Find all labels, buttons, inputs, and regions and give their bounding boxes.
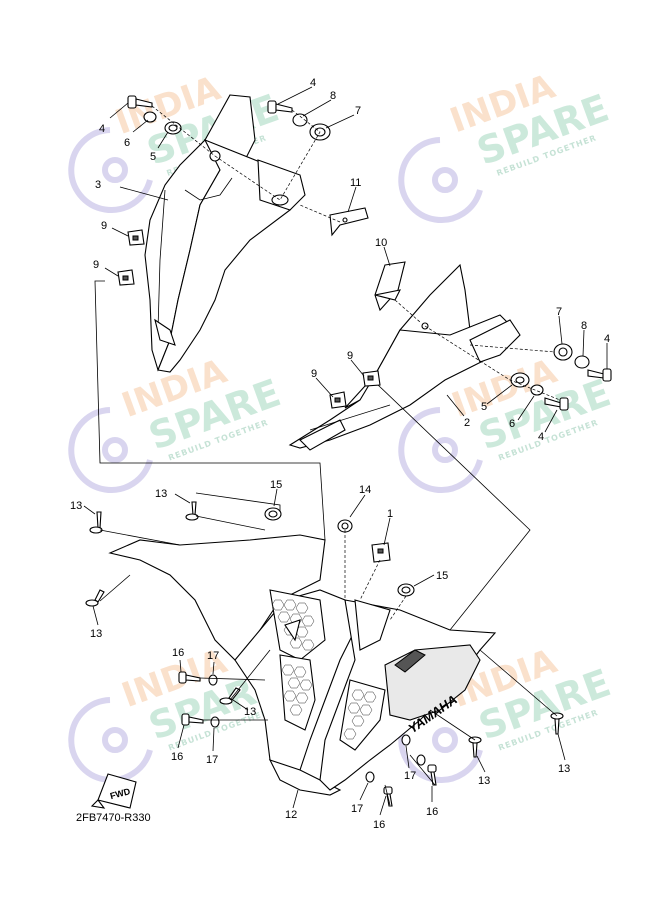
bolt-16-a <box>178 671 201 684</box>
callout-13: 13 <box>155 488 167 500</box>
grommet-15-b <box>397 583 415 597</box>
watermark-logo <box>68 697 153 783</box>
callout-3: 3 <box>95 179 101 191</box>
callout-5: 5 <box>150 151 156 163</box>
vent-mesh-lower-left <box>279 654 316 731</box>
collar-6-right <box>530 384 544 396</box>
collar-6-top-left <box>143 111 157 123</box>
bolt-4-right <box>587 368 612 382</box>
watermark-logo <box>398 137 483 223</box>
lower-cowl: YAMAHA <box>108 534 497 796</box>
bolt-16-c <box>427 764 437 786</box>
clip-9-right-a <box>362 370 381 387</box>
side-cover-right <box>288 263 521 451</box>
callout-16: 16 <box>373 819 385 831</box>
callout-13: 13 <box>558 763 570 775</box>
callout-13: 13 <box>244 706 256 718</box>
bolt-4-top-mid <box>267 100 293 114</box>
fwd-arrow: FWD <box>90 773 137 809</box>
watermark-logo <box>398 407 483 493</box>
callout-10: 10 <box>375 237 387 249</box>
washer-17-d <box>416 754 426 766</box>
collar-8-top-mid <box>292 113 308 127</box>
callout-15: 15 <box>436 570 448 582</box>
washer-17-c <box>401 734 411 746</box>
callout-15: 15 <box>270 479 282 491</box>
screw-13-c <box>85 589 105 607</box>
screw-13-b <box>185 501 199 521</box>
callout-13: 13 <box>478 775 490 787</box>
callout-7: 7 <box>556 306 562 318</box>
callout-17: 17 <box>206 754 218 766</box>
bracket-10 <box>374 261 406 312</box>
callout-2: 2 <box>464 417 470 429</box>
callout-7: 7 <box>355 105 361 117</box>
callout-labels: 4 6 5 3 9 9 4 8 7 11 10 7 8 4 9 9 5 6 4 … <box>70 77 610 831</box>
bracket-11 <box>329 207 369 237</box>
bolt-4-right-lower <box>544 397 569 411</box>
bolt-4-top-left <box>127 95 153 109</box>
callout-6: 6 <box>124 137 130 149</box>
callout-12: 12 <box>285 809 297 821</box>
callout-9: 9 <box>311 368 317 380</box>
clip-9-right-b <box>329 391 347 409</box>
callout-8: 8 <box>581 320 587 332</box>
callout-14: 14 <box>359 484 371 496</box>
clip-1 <box>371 542 391 563</box>
callout-4: 4 <box>99 123 105 135</box>
watermark-logo <box>68 407 153 493</box>
leader-lines <box>83 86 608 816</box>
callout-1: 1 <box>387 508 393 520</box>
grommet-15-a <box>264 507 282 521</box>
callout-17: 17 <box>404 770 416 782</box>
callout-4: 4 <box>604 333 610 345</box>
callout-9: 9 <box>93 259 99 271</box>
diagram-code: 2FB7470-R330 <box>76 812 151 824</box>
grommet-5-top-left <box>164 121 182 135</box>
clip-9-left-a <box>127 229 145 246</box>
grommet-5-right <box>510 372 530 388</box>
callout-17: 17 <box>207 650 219 662</box>
callout-13: 13 <box>90 628 102 640</box>
washer-17-b <box>210 716 220 728</box>
callout-16: 16 <box>171 751 183 763</box>
watermark-logo <box>68 127 153 213</box>
vent-mesh-lower-right <box>339 679 386 751</box>
clip-9-left-b <box>117 269 135 286</box>
washer-17-e <box>365 771 375 783</box>
callout-4: 4 <box>538 431 544 443</box>
collar-8-right <box>574 355 590 369</box>
callout-9: 9 <box>101 220 107 232</box>
callout-13: 13 <box>70 500 82 512</box>
callout-8: 8 <box>330 90 336 102</box>
callout-6: 6 <box>509 418 515 430</box>
callout-5: 5 <box>481 401 487 413</box>
callout-17: 17 <box>351 803 363 815</box>
bolt-16-b <box>181 713 204 726</box>
callout-16: 16 <box>172 647 184 659</box>
callout-4: 4 <box>310 77 316 89</box>
callout-9: 9 <box>347 350 353 362</box>
callout-11: 11 <box>350 177 361 189</box>
dashed-lines <box>151 105 561 621</box>
grommet-7-right <box>553 343 573 361</box>
callout-16: 16 <box>426 806 438 818</box>
washer-17-a <box>208 674 218 686</box>
side-cover-left <box>144 94 306 373</box>
